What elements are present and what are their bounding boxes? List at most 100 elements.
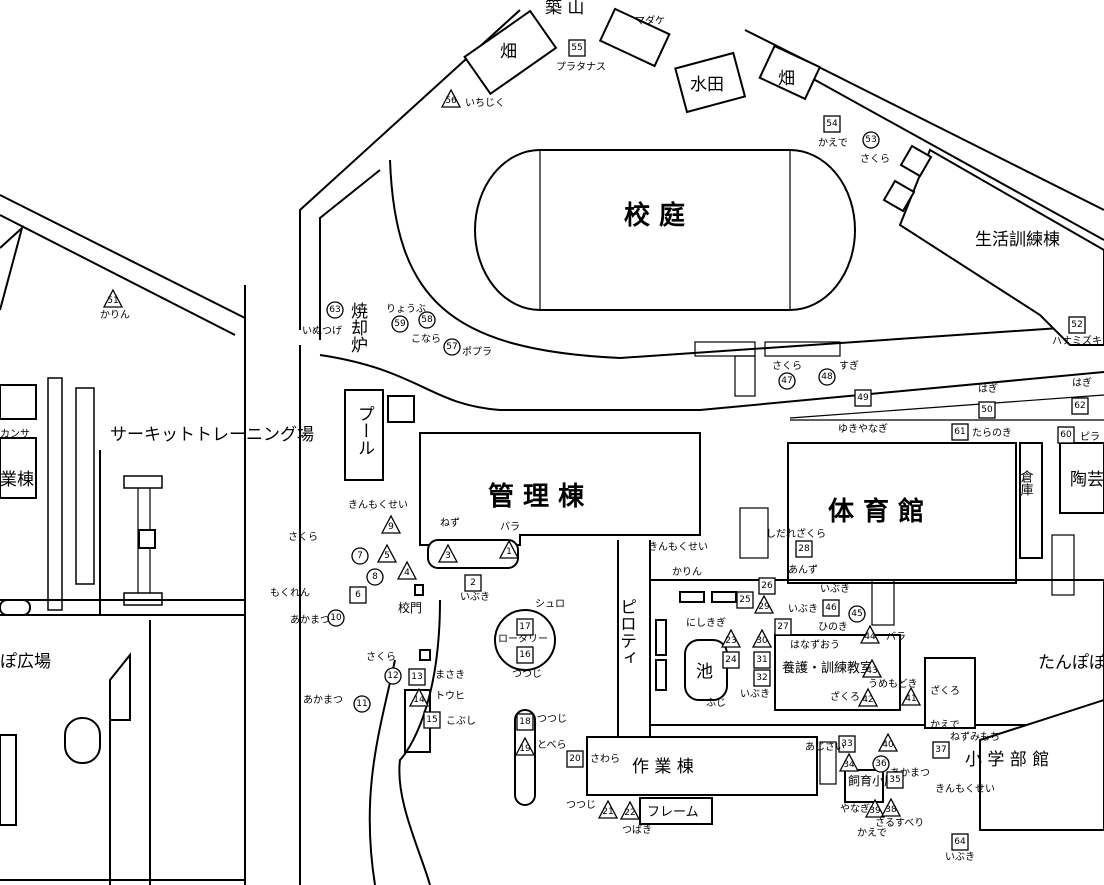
tree-triangle-icon bbox=[857, 687, 879, 707]
tree-triangle-icon bbox=[437, 543, 459, 563]
tree-triangle-icon bbox=[838, 752, 860, 772]
tree-number: 43 bbox=[866, 666, 877, 676]
hill-label: 築 山 bbox=[545, 0, 584, 18]
tree-number: 5 bbox=[384, 551, 390, 561]
tree-number: 8 bbox=[372, 572, 378, 582]
tree-number: 45 bbox=[851, 609, 862, 619]
tree-square-icon bbox=[932, 741, 950, 759]
tree-marker-44: 44 バラ bbox=[859, 624, 906, 644]
tree-name: ひのき bbox=[818, 621, 848, 633]
tree-square-icon bbox=[464, 574, 482, 592]
tree-name: さくら bbox=[288, 531, 318, 543]
tree-name: ポプラ bbox=[462, 346, 492, 358]
tree-number: 18 bbox=[519, 717, 531, 727]
tree-name: いぶき bbox=[945, 851, 975, 863]
area-labels: 築 山 畑 畑 水田 マダケ 校 庭 生活訓練棟 焼却炉 プール 管 理 棟 体… bbox=[0, 0, 1104, 820]
tree-number: 21 bbox=[602, 807, 613, 817]
tree-number: 13 bbox=[411, 672, 422, 682]
tree-square-icon bbox=[854, 389, 872, 407]
paddy-label: 水田 bbox=[690, 75, 724, 95]
tree-number: 22 bbox=[624, 808, 635, 818]
tree-number: 40 bbox=[882, 740, 894, 750]
tree-triangle-icon bbox=[877, 732, 899, 752]
tree-name: バラ bbox=[500, 521, 520, 533]
tree-triangle-icon bbox=[619, 800, 641, 820]
tree-number: 9 bbox=[388, 522, 394, 532]
tree-number: 60 bbox=[1060, 430, 1072, 440]
tree-name: つつじ bbox=[537, 713, 567, 725]
tree-number: 44 bbox=[864, 632, 876, 642]
tree-triangle-icon bbox=[751, 628, 773, 648]
rotary-label: ロータリー bbox=[498, 633, 548, 645]
tree-name: にしきぎ bbox=[686, 616, 726, 629]
tree-name: やなぎ bbox=[840, 802, 870, 815]
tree-number: 1 bbox=[506, 547, 512, 557]
tree-name: はぎ bbox=[978, 382, 998, 395]
tree-marker-2: 2 いぶき bbox=[460, 574, 490, 603]
tree-name: ハナミズキ bbox=[1052, 334, 1102, 347]
tree-name: バラ bbox=[886, 631, 906, 643]
tree-number: 54 bbox=[826, 119, 838, 129]
tree-name: うめもどき bbox=[868, 678, 918, 690]
tree-triangle-icon bbox=[720, 628, 742, 648]
tree-square-icon bbox=[1071, 397, 1089, 415]
circuit-label: サーキットトレーニング場 bbox=[110, 425, 314, 445]
tree-number: 12 bbox=[387, 671, 398, 681]
tree-number: 2 bbox=[470, 578, 476, 588]
field2-label: 畑 bbox=[778, 69, 795, 89]
tree-name: いぬつげ bbox=[302, 325, 342, 337]
tree-name: あんず bbox=[788, 564, 818, 576]
tree-triangle-icon bbox=[900, 686, 922, 706]
tree-number: 46 bbox=[825, 603, 837, 613]
tree-number: 61 bbox=[954, 427, 965, 437]
tree-number: 63 bbox=[329, 305, 340, 315]
tree-number: 3 bbox=[445, 551, 451, 561]
tree-name: いぶき bbox=[740, 688, 770, 700]
tree-number: 30 bbox=[756, 636, 768, 646]
tree-square-icon bbox=[951, 833, 969, 851]
tree-number: 38 bbox=[885, 805, 897, 815]
tree-marker-8: 8 bbox=[366, 568, 384, 586]
tree-circle-icon bbox=[384, 667, 402, 685]
tree-name: さくら bbox=[860, 153, 890, 165]
tree-number: 20 bbox=[569, 754, 581, 764]
tree-triangle-icon bbox=[376, 543, 398, 563]
tree-square-icon bbox=[1057, 426, 1075, 444]
tree-name: かりん bbox=[100, 309, 130, 321]
tree-number: 27 bbox=[777, 622, 788, 632]
tree-number: 48 bbox=[821, 372, 833, 382]
tree-number: 49 bbox=[857, 393, 869, 403]
tree-name: ふじ bbox=[706, 697, 726, 709]
tree-name: いぶき bbox=[460, 591, 490, 603]
tree-triangle-icon bbox=[859, 624, 881, 644]
tree-number: 62 bbox=[1074, 401, 1085, 411]
tree-name: さくら bbox=[366, 651, 396, 663]
tree-name: ねずみもち bbox=[950, 731, 1000, 743]
tree-name: トウヒ bbox=[435, 690, 465, 702]
tree-square-icon bbox=[568, 39, 586, 57]
tree-name: プラタナス bbox=[556, 61, 606, 73]
left-map bbox=[0, 194, 246, 885]
tree-triangle-icon bbox=[861, 658, 883, 678]
main-map bbox=[299, 7, 1104, 885]
